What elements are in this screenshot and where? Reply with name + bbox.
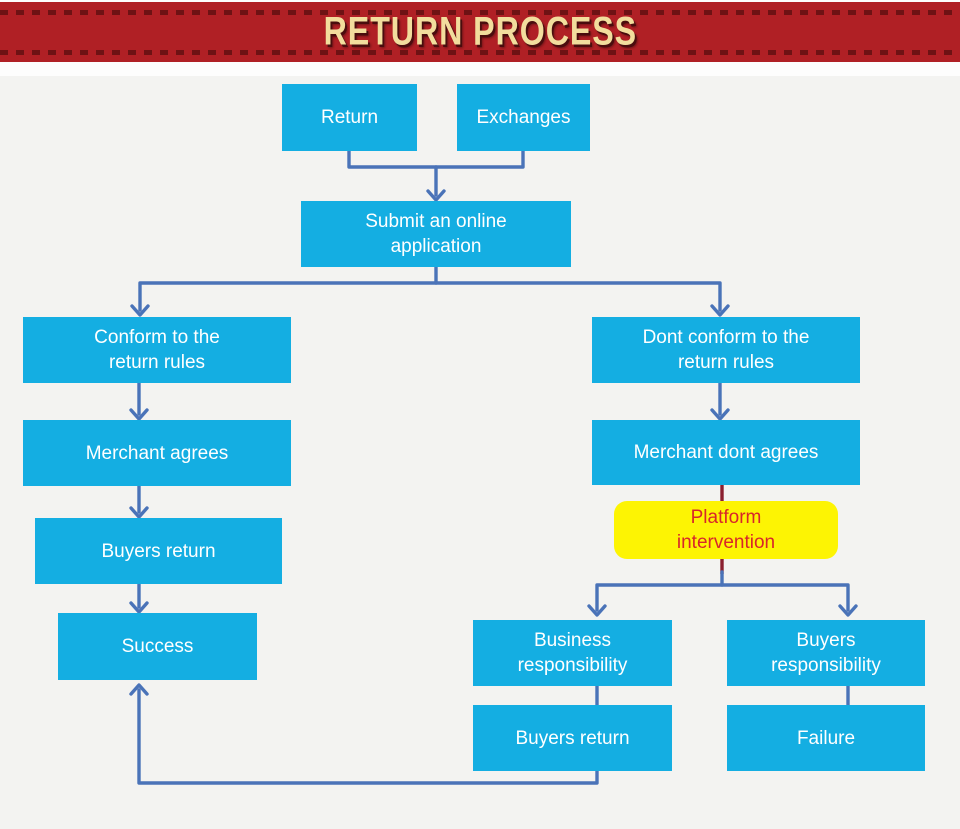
node-merchant-dont-agrees: Merchant dont agrees [592, 420, 860, 485]
banner-underlay [0, 62, 960, 76]
node-return: Return [282, 84, 417, 151]
node-merchant-agrees: Merchant agrees [23, 420, 291, 486]
node-dont-conform-rules: Dont conform to the return rules [592, 317, 860, 383]
node-business-responsibility: Business responsibility [473, 620, 672, 686]
banner-stitch-top [0, 10, 960, 15]
node-success: Success [58, 613, 257, 680]
banner: RETURN PROCESS [0, 0, 960, 62]
node-conform-rules: Conform to the return rules [23, 317, 291, 383]
node-submit-application: Submit an online application [301, 201, 571, 267]
page-title: RETURN PROCESS [323, 9, 637, 54]
node-failure: Failure [727, 705, 925, 771]
node-buyers-return-left: Buyers return [35, 518, 282, 584]
node-buyers-responsibility: Buyers responsibility [727, 620, 925, 686]
node-exchanges: Exchanges [457, 84, 590, 151]
node-platform-intervention: Platform intervention [614, 501, 838, 559]
node-buyers-return-right: Buyers return [473, 705, 672, 771]
banner-stitch-bottom [0, 50, 960, 55]
